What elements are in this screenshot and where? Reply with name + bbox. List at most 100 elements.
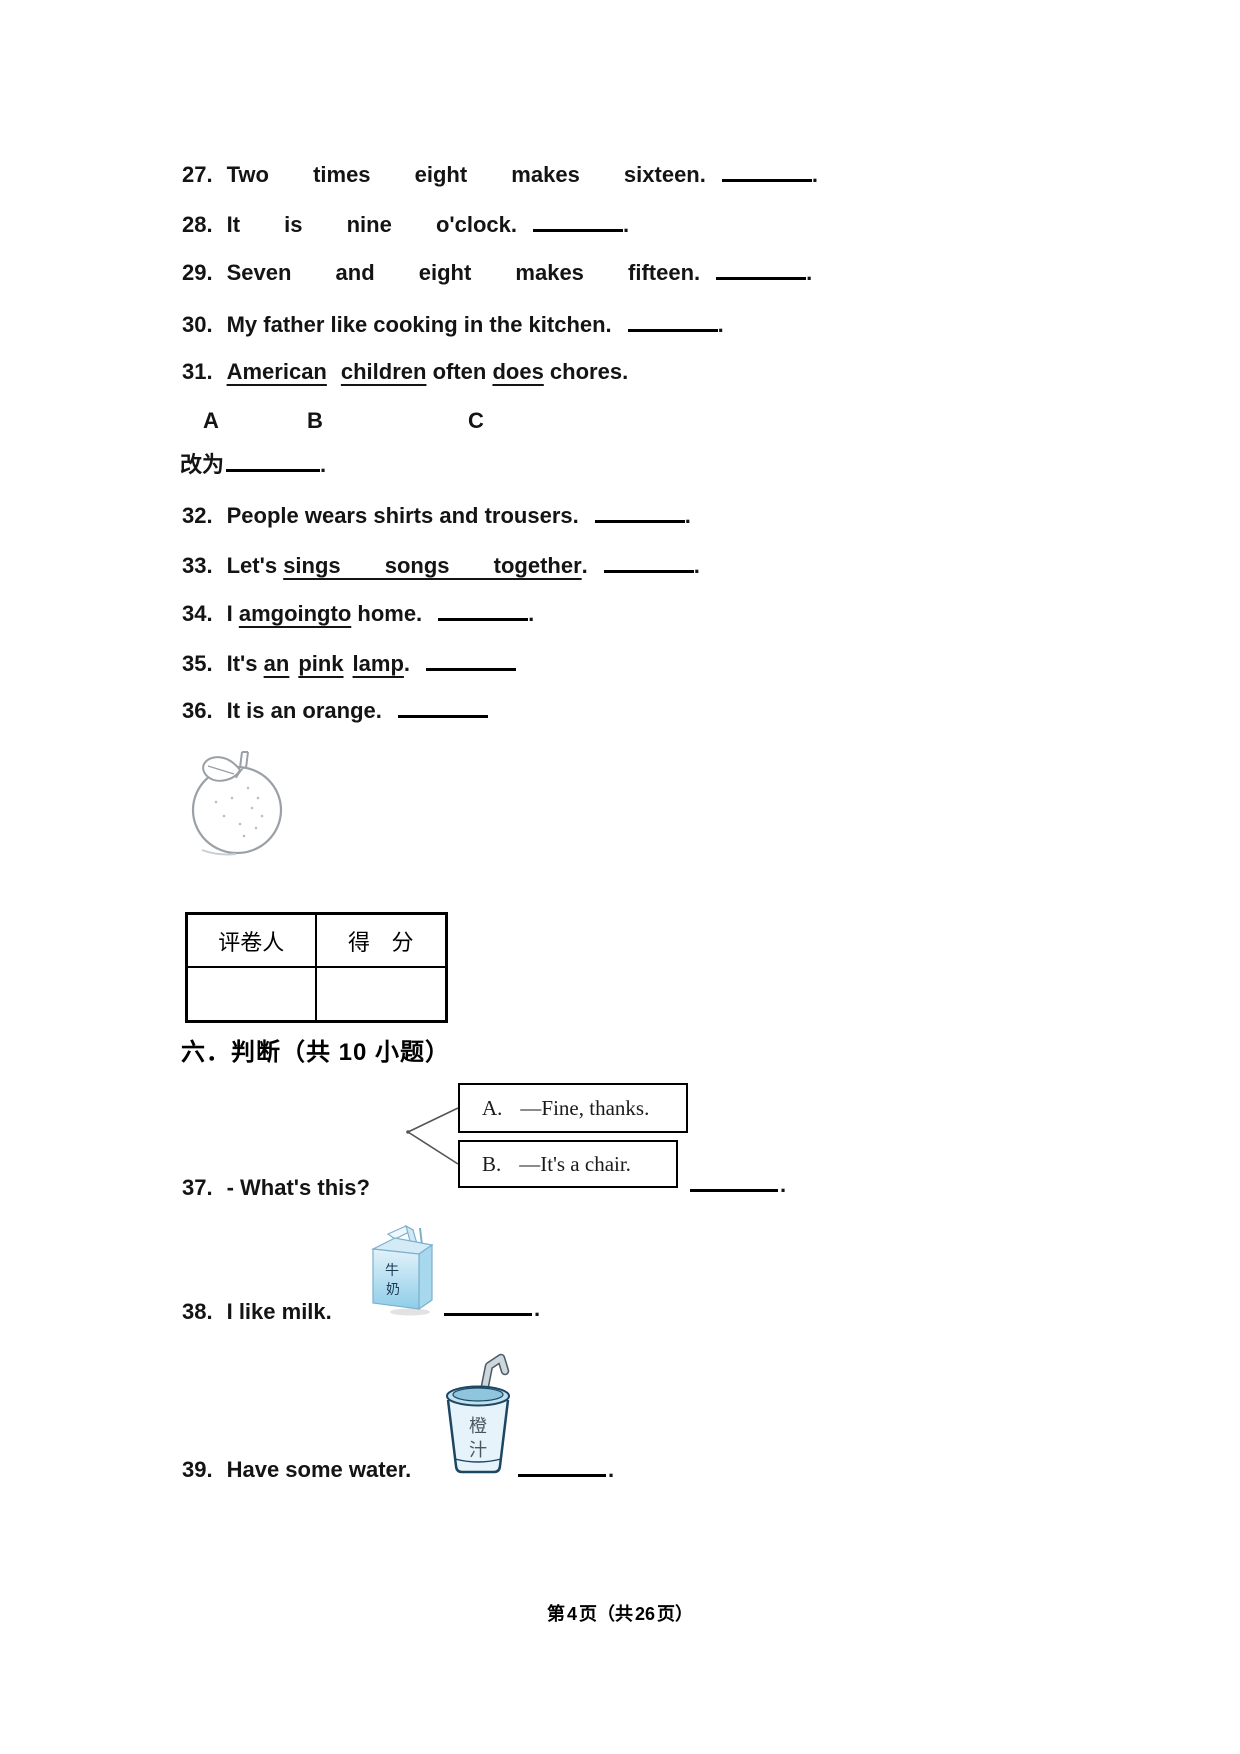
footer-middle: 页（共 — [578, 1604, 633, 1624]
question-number: 27. — [182, 162, 213, 187]
question-text: Let's — [226, 553, 284, 578]
answer-blank — [397, 713, 488, 718]
answer-blank — [690, 1187, 778, 1192]
end-period: . — [528, 601, 535, 626]
question-36: 36. It is an orange. — [182, 698, 488, 724]
answer-blank — [532, 227, 623, 232]
option-a-text: —Fine, thanks. — [520, 1095, 650, 1120]
answer-blank — [444, 1311, 532, 1316]
question-text: It is an orange. — [226, 698, 382, 723]
cup-label-char2: 汁 — [469, 1440, 487, 1460]
cup-label-char1: 橙 — [469, 1416, 487, 1436]
end-period: . — [780, 1172, 787, 1197]
footer-total-pages: 26 — [634, 1604, 656, 1624]
question-33: 33.Let's sings songs together.. — [182, 553, 700, 579]
option-a-label: A. — [482, 1095, 503, 1120]
question-text: People wears shirts and trousers. — [226, 503, 579, 528]
answer-blank-38: . — [444, 1296, 540, 1322]
option-b-label: B. — [482, 1151, 502, 1176]
question-text-tail: home. — [351, 601, 423, 626]
orange-fruit-drawing — [191, 751, 283, 856]
question-text: Two times eight makes sixteen. — [226, 162, 706, 187]
question-number: 32. — [182, 503, 213, 528]
change-to-line: 改为. — [180, 452, 326, 478]
connector-bracket-icon — [406, 1107, 459, 1165]
section-title: 六．判断（共 10 小题） — [181, 1039, 451, 1066]
underlined-word-an: an — [263, 651, 290, 676]
choice-label-a: A — [203, 408, 219, 433]
option-b-box: B. —It's a chair. — [458, 1140, 678, 1188]
question-text: I like milk. — [226, 1299, 332, 1324]
answer-blank — [438, 616, 529, 621]
question-number: 31. — [182, 359, 213, 384]
juice-cup-drawing: 橙 汁 — [446, 1353, 510, 1474]
question-29: 29. Seven and eight makes fifteen.. — [182, 260, 812, 286]
question-32: 32. People wears shirts and trousers.. — [182, 503, 691, 529]
question-text: I — [226, 601, 239, 626]
score-input-cell — [317, 968, 446, 1020]
end-period: . — [608, 1457, 615, 1482]
carton-label-char1: 牛 — [385, 1262, 399, 1278]
end-period: . — [534, 1296, 541, 1321]
question-number: 30. — [182, 312, 213, 337]
footer-page-number: 4 — [566, 1604, 577, 1624]
question-34: 34.I amgoingto home.. — [182, 601, 534, 627]
question-number: 36. — [182, 698, 213, 723]
question-text: My father like cooking in the kitchen. — [226, 312, 612, 337]
question-27: 27. Two times eight makes sixteen.. — [182, 162, 818, 188]
question-text: Have some water. — [226, 1457, 412, 1482]
underlined-word-lamp: lamp — [352, 651, 404, 676]
question-text: Seven and eight makes fifteen. — [226, 260, 701, 285]
underlined-word-pink: pink — [298, 651, 344, 676]
answer-blank — [716, 275, 807, 280]
underlined-phrase: sings songs together — [283, 553, 582, 578]
underlined-word-c: does — [492, 359, 544, 384]
choice-label-b: B — [307, 408, 323, 433]
footer-suffix: 页） — [657, 1604, 694, 1624]
question-text-tail: chores. — [543, 359, 629, 384]
question-28: 28. It is nine o'clock.. — [182, 212, 629, 238]
question-37: 37. - What's this? — [182, 1175, 370, 1201]
question-number: 29. — [182, 260, 213, 285]
question-number: 37. — [182, 1175, 213, 1200]
milk-carton-drawing: 牛 奶 — [370, 1224, 434, 1316]
end-period: . — [684, 503, 691, 528]
question-text: often — [426, 359, 493, 384]
question-text: It is nine o'clock. — [226, 212, 517, 237]
answer-blank-37: . — [690, 1172, 786, 1198]
option-b-text: —It's a chair. — [519, 1151, 631, 1176]
score-table: 评卷人 得 分 — [185, 912, 448, 1023]
end-period: . — [622, 212, 630, 237]
question-number: 39. — [182, 1457, 213, 1482]
question-number: 35. — [182, 651, 213, 676]
end-period: . — [806, 260, 813, 285]
underlined-phrase: amgoingto — [238, 601, 352, 626]
score-label-cell: 得 分 — [316, 915, 445, 968]
grader-input-cell — [188, 968, 317, 1020]
question-30: 30. My father like cooking in the kitchen… — [182, 312, 724, 338]
question-number: 38. — [182, 1299, 213, 1324]
answer-blank-39: . — [518, 1457, 614, 1483]
sentence-period: . — [403, 651, 411, 676]
question-text: - What's this? — [226, 1175, 370, 1200]
question-39: 39. Have some water. — [182, 1457, 411, 1483]
underlined-word-b: children — [340, 359, 427, 384]
option-a-box: A. —Fine, thanks. — [458, 1083, 688, 1133]
choice-label-c: C — [468, 408, 484, 433]
answer-blank — [721, 177, 812, 182]
end-period: . — [320, 452, 327, 477]
change-to-label: 改为 — [180, 452, 225, 477]
question-number: 28. — [182, 212, 213, 237]
grader-label-cell: 评卷人 — [188, 915, 317, 968]
footer-prefix: 第 — [546, 1604, 565, 1624]
answer-blank — [594, 518, 685, 523]
answer-blank — [518, 1472, 606, 1477]
underlined-word-a: American — [226, 359, 327, 384]
end-period: . — [811, 162, 818, 187]
question-number: 33. — [182, 553, 213, 578]
answer-blank — [627, 327, 718, 332]
question-text: It's — [226, 651, 264, 676]
